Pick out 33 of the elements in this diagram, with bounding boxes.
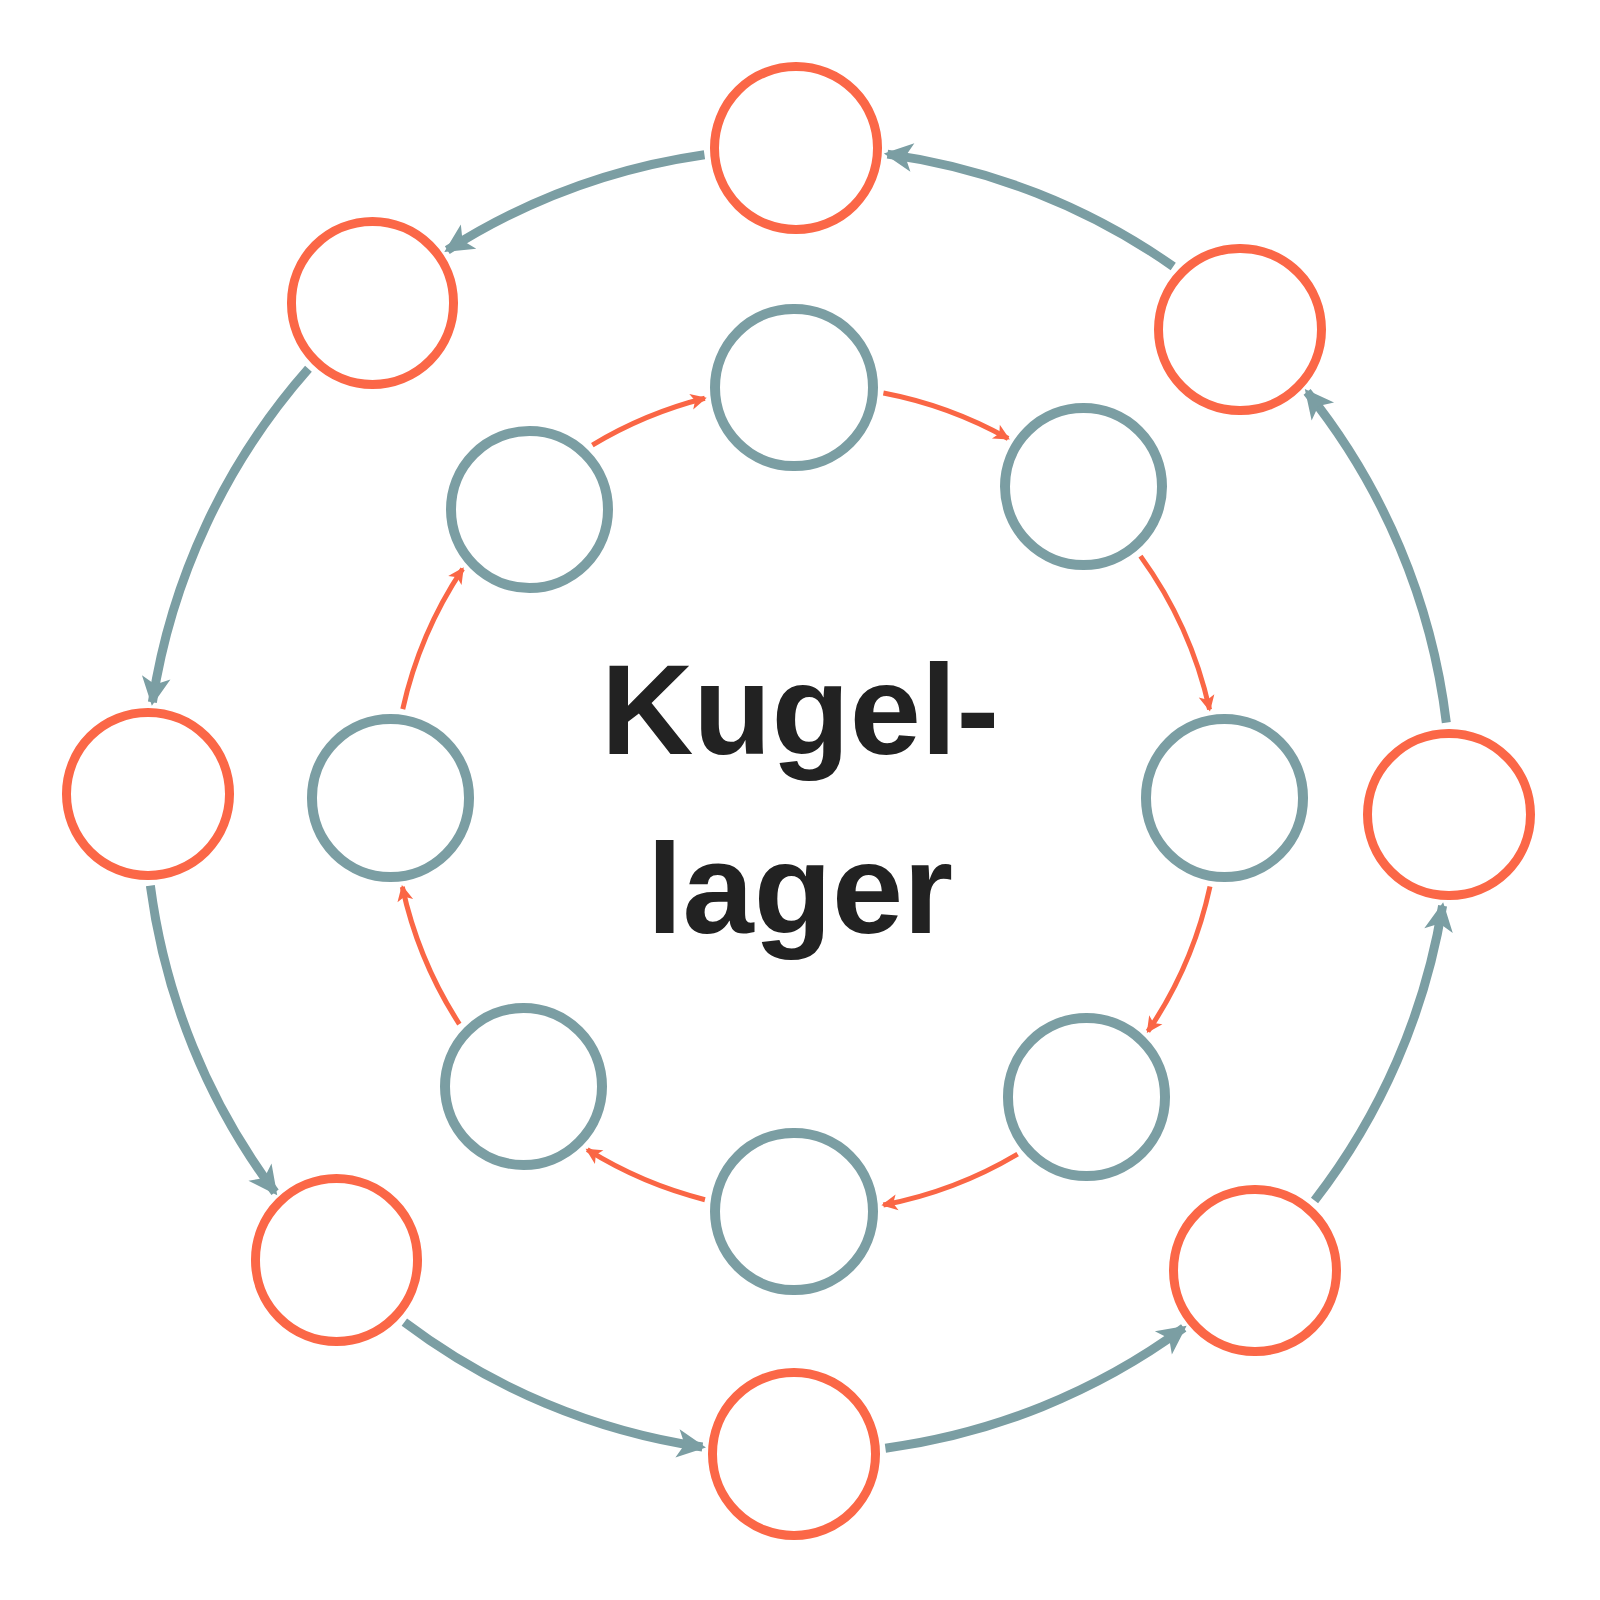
ring-circle (1000, 403, 1168, 571)
curved-arrow (882, 390, 1010, 441)
ring-circle (1140, 714, 1309, 882)
curved-arrow (398, 884, 462, 1026)
curved-arrow (1145, 885, 1213, 1034)
ring-circle (1169, 1184, 1341, 1357)
ring-circle (445, 425, 614, 593)
curved-arrow (591, 394, 707, 448)
curved-arrow (400, 567, 465, 710)
ring-circle (62, 708, 234, 880)
ring-circle (307, 714, 475, 882)
curved-arrow (145, 884, 279, 1196)
ring-circle (710, 62, 882, 234)
curved-arrow (585, 1147, 706, 1203)
ring-circle (286, 217, 459, 389)
ring-circle (710, 1127, 878, 1295)
curved-arrow (1303, 389, 1451, 724)
ring-circle (439, 1003, 608, 1171)
curved-arrow (444, 150, 706, 254)
ring-circle (251, 1174, 423, 1346)
curved-arrow (143, 365, 312, 706)
ring-circle (1003, 1013, 1171, 1181)
curved-arrow (884, 1324, 1187, 1453)
ring-circle (708, 1368, 880, 1540)
ring-circle (710, 304, 878, 472)
curved-arrow (883, 144, 1176, 271)
curved-arrow (401, 1318, 706, 1456)
ring-circle (1363, 728, 1535, 900)
ring-circle (1154, 243, 1326, 416)
curved-arrow (1310, 902, 1452, 1204)
curved-arrow (881, 1151, 1019, 1210)
curved-arrow (1138, 554, 1214, 712)
center-title: Kugel- lager (599, 637, 1001, 963)
